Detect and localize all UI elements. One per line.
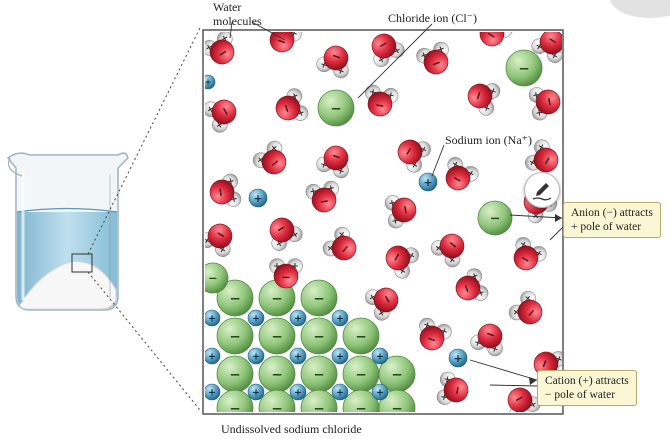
cation-callout-line1: Cation (+) attracts <box>545 374 629 388</box>
hydrogen-atom <box>479 11 499 31</box>
anion-callout-line2: + pole of water <box>571 220 653 234</box>
charge-symbol: − <box>490 212 501 227</box>
charge-symbol: + <box>484 14 496 26</box>
charge-symbol: + <box>252 387 260 398</box>
charge-symbol: + <box>204 77 211 87</box>
corner-decoration <box>610 0 670 18</box>
charge-symbol: − <box>355 367 366 383</box>
anion-callout-line1: Anion (−) attracts <box>571 206 653 220</box>
charge-symbol: − <box>313 367 324 383</box>
charge-symbol: + <box>294 313 302 324</box>
charge-symbol: + <box>252 351 260 362</box>
charge-symbol: + <box>208 313 216 324</box>
charge-symbol: − <box>281 271 290 284</box>
charge-symbol: + <box>294 387 302 398</box>
charge-symbol: + <box>376 351 384 362</box>
charge-symbol: − <box>271 367 282 383</box>
charge-symbol: + <box>336 351 344 362</box>
charge-symbol: + <box>208 387 216 398</box>
charge-symbol: − <box>391 367 402 383</box>
charge-symbol: − <box>330 101 341 117</box>
charge-symbol: − <box>313 291 324 307</box>
charge-symbol: + <box>253 192 262 205</box>
charge-symbol: + <box>336 313 344 324</box>
water-molecules-label: Water molecules <box>213 0 262 28</box>
zoom-line-bottom <box>88 272 200 410</box>
water-molecules-label-line2: molecules <box>213 14 262 28</box>
charge-symbol: + <box>336 387 344 398</box>
charge-symbol: − <box>229 329 240 345</box>
charge-symbol: + <box>453 352 462 365</box>
charge-symbol: + <box>294 351 302 362</box>
chloride-ion-label: Chloride ion (Cl⁻) <box>388 11 477 25</box>
anion-callout: Anion (−) attracts + pole of water <box>563 202 661 238</box>
charge-symbol: − <box>271 329 282 345</box>
charge-symbol: + <box>252 313 260 324</box>
charge-symbol: − <box>518 61 529 77</box>
charge-symbol: − <box>229 291 240 307</box>
charge-symbol: + <box>376 387 384 398</box>
charge-symbol: − <box>313 329 324 345</box>
charge-symbol: − <box>271 291 282 307</box>
edit-button[interactable] <box>524 172 560 208</box>
undissolved-label: Undissolved sodium chloride <box>221 422 362 436</box>
charge-symbol: − <box>355 329 366 345</box>
charge-symbol: + <box>423 176 432 189</box>
charge-symbol: − <box>229 367 240 383</box>
cation-callout: Cation (+) attracts − pole of water <box>537 370 637 406</box>
charge-symbol: + <box>208 351 216 362</box>
charge-symbol: − <box>208 272 217 285</box>
cation-callout-line2: − pole of water <box>545 388 629 402</box>
sodium-ion-label: Sodium ion (Na⁺) <box>445 133 532 147</box>
pencil-icon <box>525 173 559 207</box>
water-molecules-label-line1: Water <box>213 0 262 14</box>
beaker <box>8 153 128 310</box>
